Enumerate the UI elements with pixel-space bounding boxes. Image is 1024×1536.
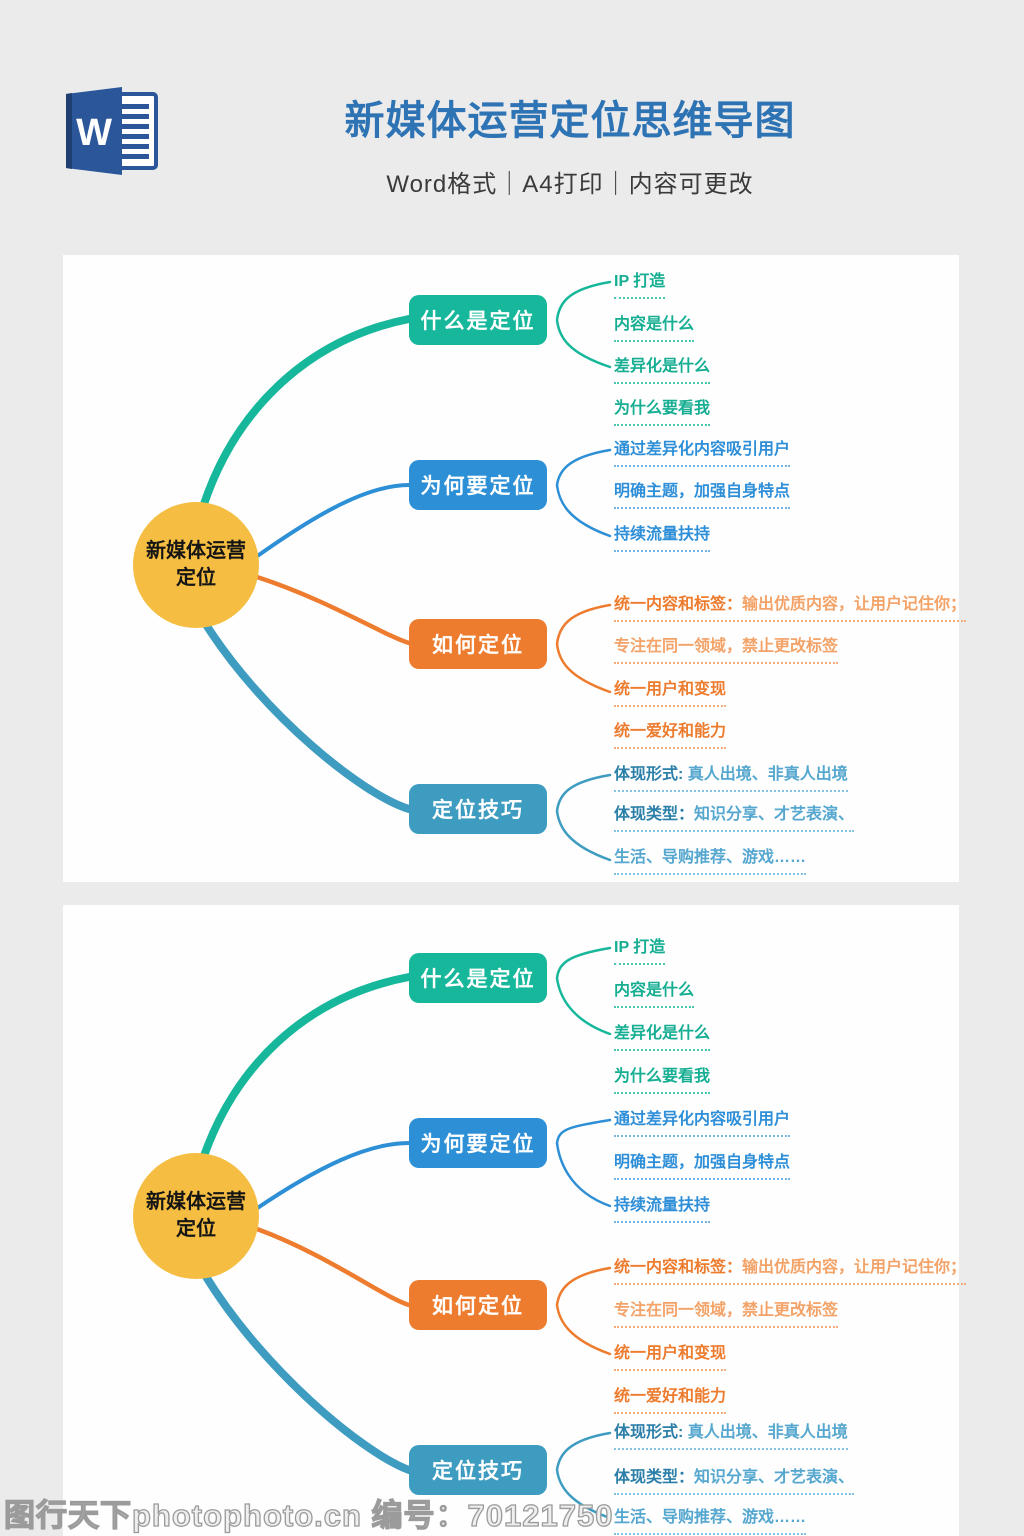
page-subtitle: Word格式｜A4打印｜内容可更改	[386, 171, 754, 198]
branch-curves	[199, 946, 612, 1520]
branch-box-why: 为何要定位	[409, 460, 547, 510]
branch-box-how: 如何定位	[409, 619, 547, 669]
header-titles: 新媒体运营定位思维导图 Word格式｜A4打印｜内容可更改	[220, 88, 920, 199]
map-item: 专注在同一领域，禁止更改标签	[614, 637, 839, 664]
map-item: 统一用户和变现	[614, 1344, 727, 1371]
map-item: 为什么要看我	[614, 1067, 711, 1094]
map-item: 统一爱好和能力	[614, 722, 727, 749]
branch-box-what: 什么是定位	[409, 953, 547, 1003]
map-item: 内容是什么	[614, 981, 695, 1008]
center-node-line2: 定位	[176, 1218, 216, 1240]
map-item: 统一爱好和能力	[614, 1387, 727, 1414]
map-item: 差异化是什么	[614, 1024, 711, 1051]
map-item: 通过差异化内容吸引用户	[614, 1110, 791, 1137]
mindmap-panel-2: 新媒体运营 定位 什么是定位 为何要定位 如何定位 定位技巧 IP 打造 内容是…	[63, 905, 967, 1536]
map-item: 体现形式: 真人出境、非真人出境	[614, 765, 848, 792]
header: W 新媒体运营定位思维导图 Word格式｜A4打印｜内容可更改	[0, 0, 1024, 230]
page-title: 新媒体运营定位思维导图	[344, 99, 796, 143]
branch-box-what: 什么是定位	[409, 295, 547, 345]
center-node-line2: 定位	[176, 567, 216, 589]
branch-box-how: 如何定位	[409, 1280, 547, 1330]
map-item: 明确主题，加强自身特点	[614, 482, 791, 509]
map-item: 体现类型：知识分享、才艺表演、	[614, 1468, 855, 1495]
center-node: 新媒体运营 定位	[133, 1153, 259, 1279]
map-item: 统一内容和标签：输出优质内容，让用户记住你；	[614, 595, 967, 622]
map-item: 通过差异化内容吸引用户	[614, 440, 791, 467]
branch-curves	[199, 280, 612, 862]
svg-text:W: W	[76, 112, 112, 154]
center-node-line1: 新媒体运营	[146, 540, 246, 562]
map-item: 差异化是什么	[614, 357, 711, 384]
branch-box-skill: 定位技巧	[409, 784, 547, 834]
map-item: 为什么要看我	[614, 399, 711, 426]
map-item: 统一用户和变现	[614, 680, 727, 707]
map-item: 持续流量扶持	[614, 1196, 711, 1223]
map-item: 明确主题，加强自身特点	[614, 1153, 791, 1180]
mindmap-panel-1: 新媒体运营 定位 什么是定位 为何要定位 如何定位 定位技巧 IP 打造 内容是…	[63, 255, 967, 882]
branch-box-skill: 定位技巧	[409, 1445, 547, 1495]
map-item: IP 打造	[614, 272, 666, 299]
center-node-line1: 新媒体运营	[146, 1191, 246, 1213]
map-item: 体现类型：知识分享、才艺表演、	[614, 805, 855, 832]
watermark: 图行天下photophoto.cn 编号：70121750	[3, 1497, 614, 1533]
map-item: 生活、导购推荐、游戏……	[614, 848, 807, 875]
map-item: 内容是什么	[614, 315, 695, 342]
map-item: 持续流量扶持	[614, 525, 711, 552]
map-item: 专注在同一领域，禁止更改标签	[614, 1301, 839, 1328]
map-item: 生活、导购推荐、游戏……	[614, 1508, 807, 1535]
center-node: 新媒体运营 定位	[133, 502, 259, 628]
map-item: IP 打造	[614, 938, 666, 965]
branch-box-why: 为何要定位	[409, 1118, 547, 1168]
map-item: 体现形式: 真人出境、非真人出境	[614, 1423, 848, 1450]
word-icon: W	[66, 87, 158, 175]
map-item: 统一内容和标签：输出优质内容，让用户记住你；	[614, 1258, 967, 1285]
